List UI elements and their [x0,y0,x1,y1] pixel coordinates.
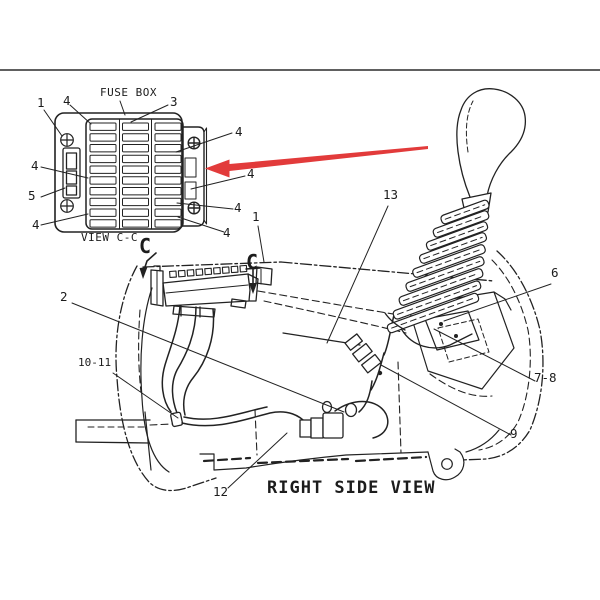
red-pointer-arrow [205,146,428,178]
callout-4-bottom-left: 4 [32,217,40,232]
wire-harness [161,305,396,439]
inset-caption: VIEW C-C [81,231,138,244]
callout-6: 6 [551,265,559,280]
callout-1-main: 1 [252,209,260,224]
joystick-base-plate [407,291,515,390]
section-mark-c-left: C [139,234,152,258]
main-caption: RIGHT SIDE VIEW [267,478,436,498]
screw-icon [60,199,74,213]
terminal-teeth [169,264,248,279]
section-mark-c-right: C [246,250,259,274]
mounting-bracket [181,126,208,227]
inset-leader-lines [40,100,246,233]
harness-connectors [299,400,358,439]
callout-4-top: 4 [63,93,71,108]
callout-1-inset: 1 [37,95,45,110]
connector-stack [344,333,383,376]
callout-4-right-top: 4 [235,124,243,139]
joystick-handle [456,88,527,203]
floor-dashes [202,455,428,465]
callout-9: 9 [510,426,518,441]
callout-4-right-low: 4 [234,200,242,215]
callout-13: 13 [383,187,399,202]
callout-4-bottom-right: 4 [223,225,231,240]
joystick [384,88,527,349]
main-leader-lines [71,205,552,489]
callout-5: 5 [28,188,36,203]
callout-3: 3 [170,94,178,109]
joystick-boot [386,199,490,334]
callout-12: 12 [213,484,229,499]
section-arrows [139,252,261,294]
fuse-box-front-view [40,100,246,233]
harness-clip [170,411,184,428]
fuse-slot-grid [89,122,182,228]
armrest-tube [75,419,151,444]
callout-2: 2 [60,289,68,304]
relay-connector [62,147,81,199]
callout-7-8: 7-8 [534,370,557,385]
callout-4-left-mid: 4 [31,158,39,173]
inset-title: FUSE BOX [100,86,157,99]
callout-4-right-mid: 4 [247,166,255,181]
callout-10-11: 10-11 [78,356,112,369]
switch-plate [424,310,480,351]
screw-icon [60,133,74,147]
